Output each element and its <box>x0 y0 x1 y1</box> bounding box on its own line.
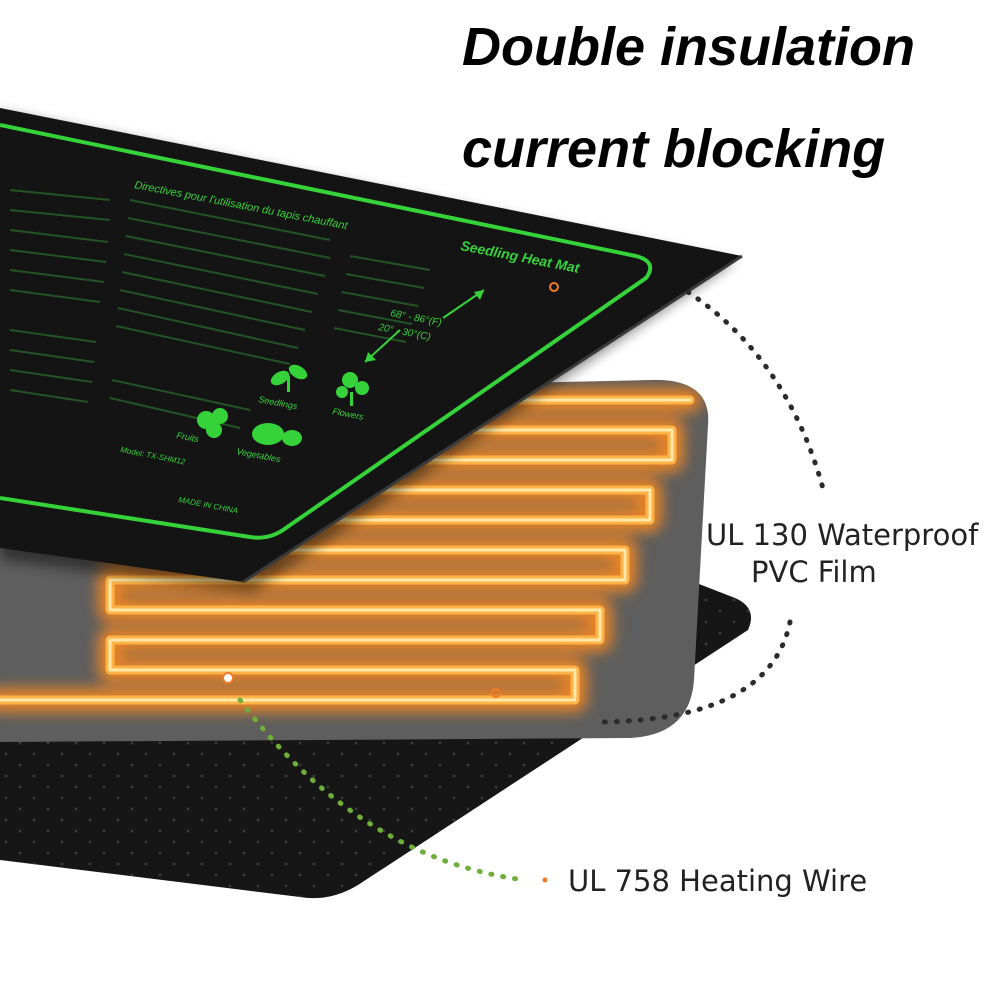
pvc-film-label-line-2: PVC Film <box>751 555 877 589</box>
pvc-mat-edge <box>242 254 743 584</box>
fruits-icon <box>197 408 228 438</box>
seedlings-icon <box>270 364 308 392</box>
mat-instruction-text-lines <box>9 189 431 429</box>
heating-wire-marker <box>222 672 234 684</box>
heating-wire-label: UL 758 Heating Wire <box>568 864 868 898</box>
vegetables-icon <box>252 423 302 446</box>
pvc-mat-shape <box>0 108 742 582</box>
headline-line-2: current blocking <box>462 119 886 179</box>
plant-icons <box>197 364 369 446</box>
pvc-film-marker <box>549 282 559 292</box>
heating-wire-core <box>0 398 692 702</box>
pvc-film-label-line-1: UL 130 Waterproof <box>706 518 979 552</box>
fruits-label: Fruits <box>176 430 200 444</box>
heating-wire-label-marker <box>542 877 548 883</box>
headline-line-1: Double insulation <box>462 17 915 77</box>
heating-wire-leader <box>222 672 548 883</box>
base-layer-marker <box>491 688 501 698</box>
mat-green-border <box>0 123 653 540</box>
pvc-mat-layer: Directives pour l'utilisation du tapis c… <box>0 108 743 592</box>
heating-wire-leader-line <box>237 697 528 883</box>
base-layer-leader-line <box>597 619 793 725</box>
pvc-film-leader-line <box>685 289 828 499</box>
flowers-icon <box>336 372 369 406</box>
pvc-film-leader <box>491 282 828 725</box>
